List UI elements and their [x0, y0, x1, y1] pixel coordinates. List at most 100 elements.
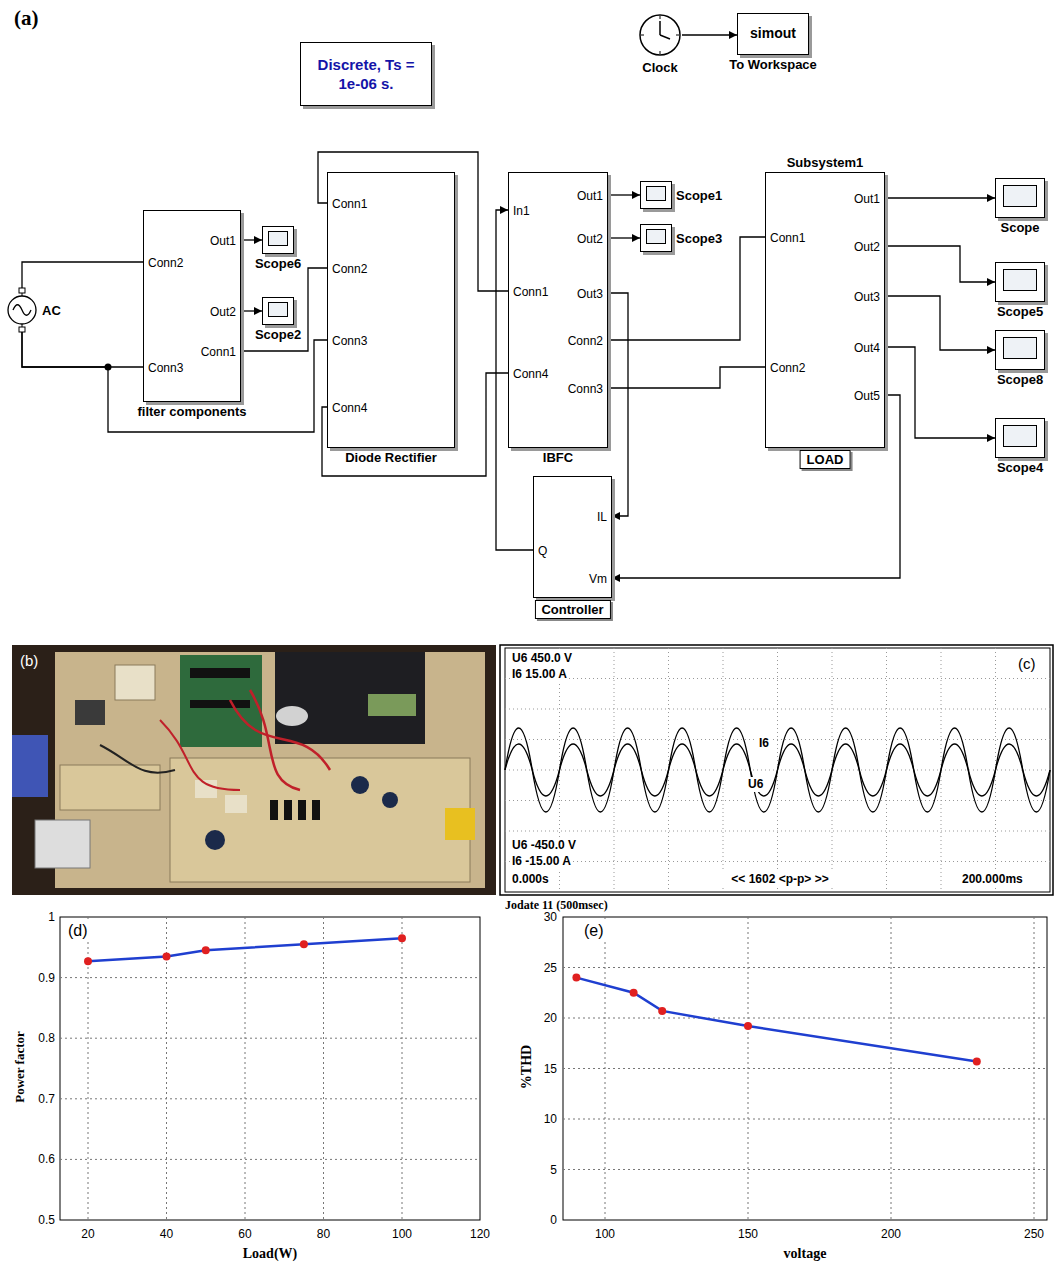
- panel-letter: (d): [66, 922, 90, 940]
- port-name: Out3: [577, 286, 603, 302]
- text-slot: 0.5: [0, 1212, 55, 1228]
- load-subsystem: Subsystem1Conn1Conn2Out1Out2Out3Out4Out5…: [765, 172, 885, 448]
- text-slot: Conn2: [148, 255, 183, 271]
- text-slot: Conn3: [568, 381, 603, 397]
- text-slot: Conn3: [148, 360, 183, 376]
- text-slot: Scope5: [997, 304, 1043, 319]
- text-slot: Conn1: [201, 344, 236, 360]
- block-name: Scope1: [676, 188, 722, 203]
- block-name: filter components: [137, 404, 246, 419]
- tick-label: 0.8: [0, 1030, 55, 1046]
- port-name: Conn4: [513, 366, 548, 382]
- signal-line: [608, 237, 640, 238]
- scope-screen: [646, 229, 666, 244]
- channel-scale: U6 450.0 V: [510, 651, 574, 666]
- physical-connection: [608, 367, 765, 388]
- tick-label: 20: [28, 1226, 148, 1242]
- text-slot: Q: [538, 543, 547, 559]
- text-slot: Out4: [854, 340, 880, 356]
- text-slot: Out3: [577, 286, 603, 302]
- tick-label: 10: [477, 1111, 557, 1127]
- text-slot: Out1: [210, 233, 236, 249]
- text-slot: Conn1: [513, 284, 548, 300]
- text-slot: 80: [264, 1226, 384, 1242]
- tick-label: 120: [420, 1226, 540, 1242]
- physical-connection: [22, 262, 143, 288]
- text-slot: 1: [0, 909, 55, 925]
- text-slot: 20: [28, 1226, 148, 1242]
- text-slot: Conn1: [332, 196, 367, 212]
- text-slot: 250: [974, 1226, 1059, 1242]
- time-end: 200.000ms: [960, 872, 1025, 887]
- tick-label: 0.9: [0, 970, 55, 986]
- port-name: Out1: [210, 233, 236, 249]
- text-slot: In1: [513, 203, 530, 219]
- text-slot: Scope1: [676, 188, 722, 203]
- tick-label: 150: [688, 1226, 808, 1242]
- text-slot: AC: [42, 303, 61, 318]
- scope-block: Scope2: [262, 297, 294, 325]
- variable-name: simout: [738, 14, 808, 53]
- text-slot: Out1: [577, 188, 603, 204]
- port-name: Conn2: [770, 360, 805, 376]
- physical-connection: [241, 268, 327, 351]
- text-slot: 100: [342, 1226, 462, 1242]
- text-slot: 20: [477, 1010, 557, 1026]
- text-slot: Conn2: [332, 261, 367, 277]
- block-name: Scope4: [997, 460, 1043, 475]
- text-slot: Scope3: [676, 231, 722, 246]
- text-slot: I6 -15.00 A: [510, 854, 573, 869]
- tick-label: 80: [264, 1226, 384, 1242]
- scope-block: Scope1: [640, 181, 672, 209]
- text-slot: To Workspace: [729, 57, 817, 72]
- scope-block: Scope3: [640, 224, 672, 252]
- axis-title: voltage: [745, 1246, 865, 1262]
- port-name: Out1: [854, 191, 880, 207]
- text-slot: Out5: [854, 388, 880, 404]
- port-name: Out5: [854, 388, 880, 404]
- text-slot: Scope2: [255, 327, 301, 342]
- oscilloscope-screen: [500, 645, 1053, 895]
- port-name: Vm: [589, 571, 607, 587]
- scope-screen: [1003, 269, 1037, 291]
- tick-label: 20: [477, 1010, 557, 1026]
- text-slot: I6: [757, 736, 771, 751]
- text-slot: Conn4: [332, 400, 367, 416]
- block-name: Diode Rectifier: [345, 450, 437, 465]
- solver-block: Discrete, Ts = 1e-06 s.: [300, 42, 432, 106]
- text-slot: U6 -450.0 V: [510, 838, 578, 853]
- text-slot: 120: [420, 1226, 540, 1242]
- text-slot: 0.000s: [510, 872, 551, 887]
- text-slot: Scope8: [997, 372, 1043, 387]
- signal-line: [682, 34, 737, 35]
- port-name: Conn3: [332, 333, 367, 349]
- text-slot: Scope: [1000, 220, 1039, 235]
- measurement: << 1602 <p-p> >>: [720, 872, 840, 887]
- axis-title: %THD: [519, 1007, 535, 1127]
- scope-screen: [1003, 185, 1037, 207]
- text-slot: IBFC: [543, 450, 573, 465]
- port-name: Conn1: [770, 230, 805, 246]
- text-slot: 30: [477, 909, 557, 925]
- text-slot: 200.000ms: [960, 872, 1025, 887]
- tick-label: 100: [545, 1226, 665, 1242]
- signal-line: [608, 194, 640, 195]
- trace-name: U6: [746, 777, 765, 792]
- port-name: In1: [513, 203, 530, 219]
- block-name: Scope: [1000, 220, 1039, 235]
- text-slot: Conn1: [770, 230, 805, 246]
- port-name: Out2: [854, 239, 880, 255]
- panel-letter: (e): [582, 922, 606, 940]
- text-slot: Diode Rectifier: [345, 450, 437, 465]
- text-slot: Scope6: [255, 256, 301, 271]
- signal-line: [885, 197, 995, 198]
- tick-label: 5: [477, 1162, 557, 1178]
- text-slot: 150: [688, 1226, 808, 1242]
- block-name: AC: [42, 303, 61, 318]
- text-slot: 0.7: [0, 1091, 55, 1107]
- text-slot: (a): [14, 6, 39, 31]
- tick-label: 200: [831, 1226, 951, 1242]
- signal-line: [885, 296, 995, 350]
- tick-label: 60: [185, 1226, 305, 1242]
- text-slot: Power factor: [12, 1007, 28, 1127]
